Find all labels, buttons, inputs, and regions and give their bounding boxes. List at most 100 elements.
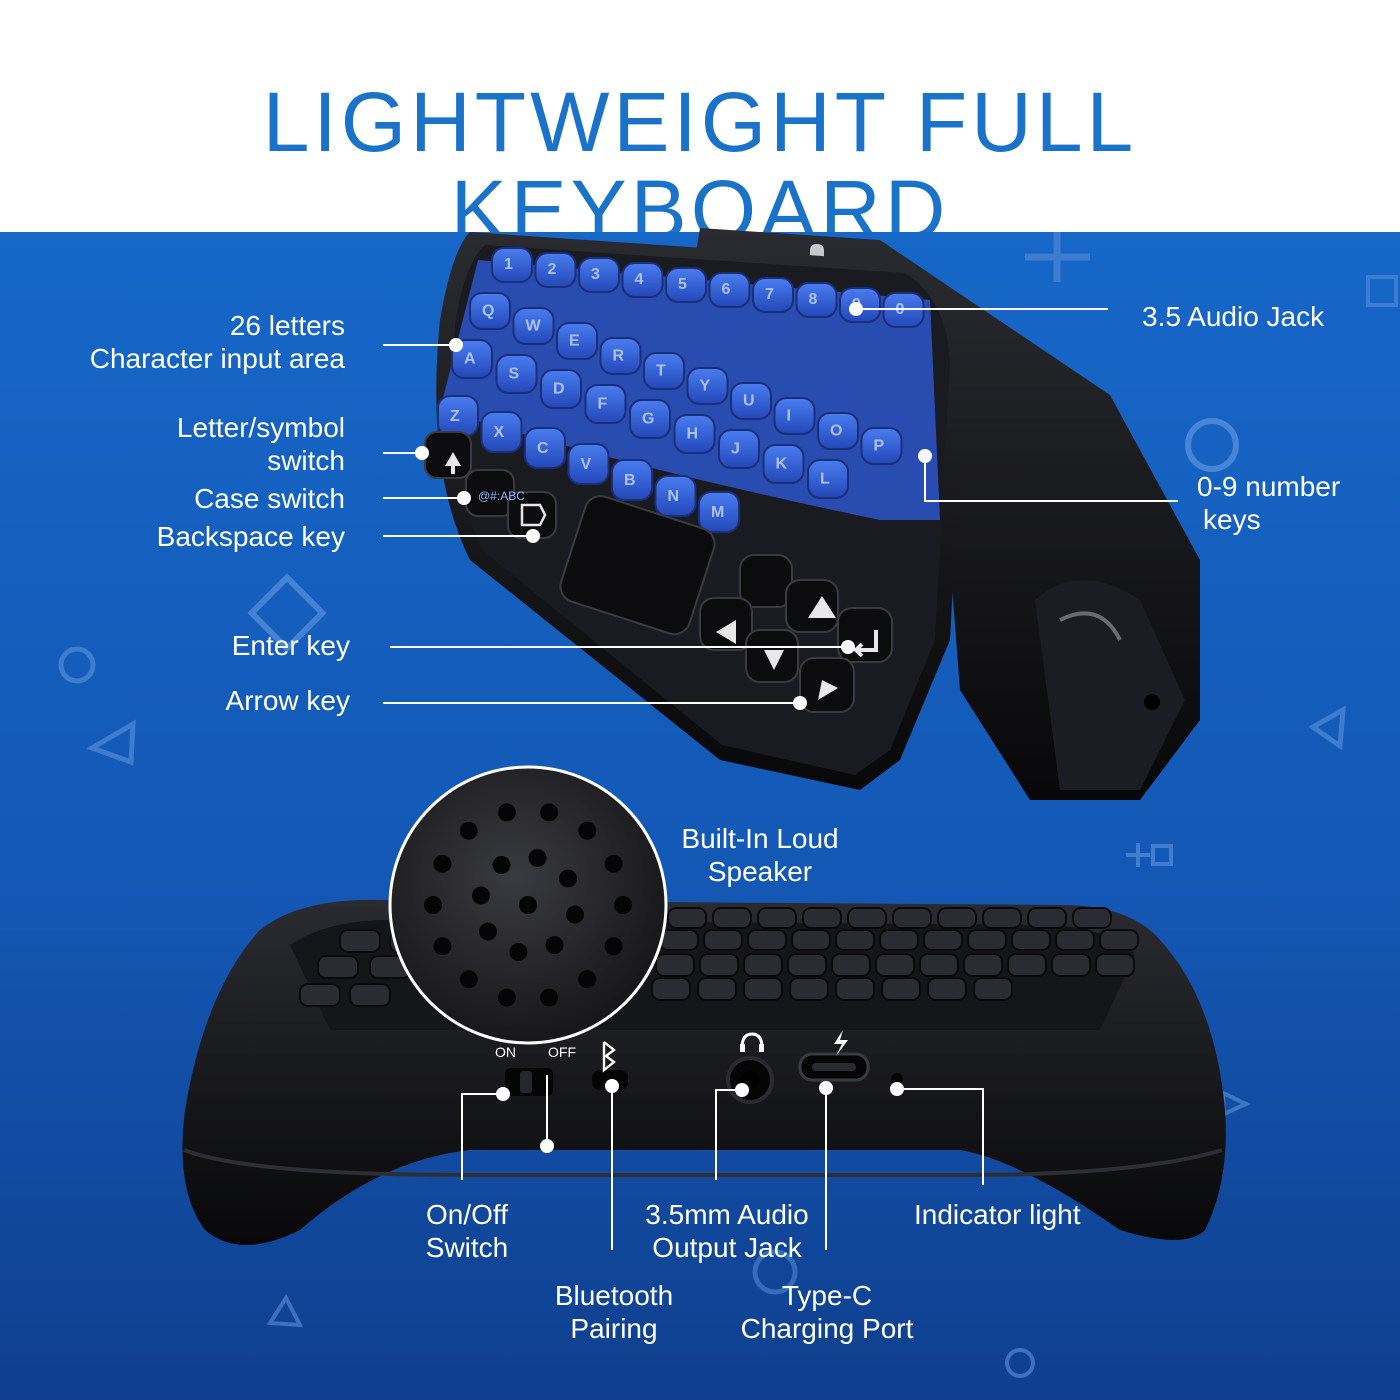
callout-audio-jack: 3.5 Audio Jack bbox=[1142, 301, 1325, 332]
keycap-legend: M bbox=[711, 504, 724, 521]
front-keycap[interactable] bbox=[299, 983, 341, 1007]
front-keycap[interactable] bbox=[802, 907, 842, 929]
keycap[interactable] bbox=[584, 384, 627, 424]
keycap[interactable] bbox=[495, 354, 538, 394]
callout-number-keys: 0-9 number keys bbox=[1197, 470, 1340, 536]
keycap[interactable] bbox=[730, 382, 772, 420]
front-keycap[interactable] bbox=[919, 953, 959, 977]
keycap[interactable] bbox=[611, 459, 653, 501]
front-keycap[interactable] bbox=[712, 907, 752, 929]
keycap[interactable] bbox=[643, 352, 685, 390]
front-keycap[interactable] bbox=[349, 983, 391, 1007]
keycap[interactable] bbox=[540, 369, 582, 409]
keycap[interactable] bbox=[556, 322, 598, 360]
front-keycap[interactable] bbox=[667, 907, 707, 929]
front-keycap[interactable] bbox=[659, 929, 699, 951]
front-keycap[interactable] bbox=[881, 977, 921, 1001]
front-keycap[interactable] bbox=[789, 977, 829, 1001]
front-keycap[interactable] bbox=[927, 977, 967, 1001]
keycap-legend: S bbox=[509, 366, 520, 383]
front-keycap[interactable] bbox=[892, 907, 932, 929]
keycap[interactable] bbox=[451, 339, 493, 379]
keycap[interactable] bbox=[860, 427, 903, 465]
keycap[interactable] bbox=[807, 459, 849, 499]
keycap[interactable] bbox=[534, 252, 577, 288]
callout-symbol-switch: Letter/symbol switch bbox=[40, 411, 345, 477]
arrow-down-icon bbox=[764, 650, 784, 670]
front-keycap[interactable] bbox=[1055, 929, 1095, 951]
front-keycap[interactable] bbox=[1099, 929, 1139, 951]
front-keycap[interactable] bbox=[697, 977, 737, 1001]
keycap[interactable] bbox=[698, 491, 740, 533]
speaker-hole bbox=[433, 854, 452, 873]
speaker-hole bbox=[578, 970, 597, 989]
keycap[interactable] bbox=[491, 247, 533, 283]
keycap[interactable] bbox=[686, 367, 729, 405]
front-keycap[interactable] bbox=[747, 929, 787, 951]
front-keycap[interactable] bbox=[699, 953, 739, 977]
front-keycap[interactable] bbox=[1011, 929, 1051, 951]
front-keycap[interactable] bbox=[1007, 953, 1047, 977]
keycap[interactable] bbox=[480, 411, 523, 453]
title-line-1: LIGHTWEIGHT FULL bbox=[262, 75, 1138, 170]
keycap[interactable] bbox=[752, 277, 794, 313]
front-keycap[interactable] bbox=[937, 907, 977, 929]
decor-circle-icon bbox=[1005, 1348, 1035, 1378]
arrow-left-icon bbox=[716, 620, 736, 644]
front-keycap[interactable] bbox=[1027, 907, 1067, 929]
front-keycap[interactable] bbox=[982, 907, 1022, 929]
keycap[interactable] bbox=[817, 412, 859, 450]
keycap[interactable] bbox=[795, 282, 838, 318]
front-keycap[interactable] bbox=[651, 977, 691, 1001]
keycap-legend: W bbox=[526, 317, 542, 334]
front-keycap[interactable] bbox=[339, 929, 381, 953]
keycap[interactable] bbox=[673, 414, 716, 454]
front-keycap[interactable] bbox=[787, 953, 827, 977]
keycap-legend: J bbox=[731, 441, 740, 458]
front-keycap[interactable] bbox=[655, 953, 695, 977]
front-keycap[interactable] bbox=[743, 977, 783, 1001]
keycap[interactable] bbox=[567, 443, 610, 485]
front-keycap[interactable] bbox=[1072, 907, 1112, 929]
keycap[interactable] bbox=[578, 257, 620, 293]
speaker-hole bbox=[424, 896, 442, 914]
power-switch[interactable] bbox=[520, 1071, 532, 1093]
front-keycap[interactable] bbox=[317, 955, 359, 979]
keycap[interactable] bbox=[629, 399, 671, 439]
keycap[interactable] bbox=[718, 429, 760, 469]
keycap[interactable] bbox=[654, 475, 697, 517]
keycap-legend: A bbox=[464, 351, 476, 368]
keycap-legend: 5 bbox=[678, 276, 687, 293]
callout-dots bbox=[415, 302, 932, 1153]
front-keycap[interactable] bbox=[703, 929, 743, 951]
keycap[interactable] bbox=[469, 292, 511, 330]
keycap-legend: C bbox=[537, 440, 549, 457]
front-keycap[interactable] bbox=[835, 929, 875, 951]
front-keycap[interactable] bbox=[757, 907, 797, 929]
front-keycap[interactable] bbox=[1095, 953, 1135, 977]
front-keycap[interactable] bbox=[875, 953, 915, 977]
keycap[interactable] bbox=[708, 272, 751, 308]
front-keycap[interactable] bbox=[831, 953, 871, 977]
keycap[interactable] bbox=[524, 427, 566, 469]
front-keycap[interactable] bbox=[1051, 953, 1091, 977]
front-keycap[interactable] bbox=[879, 929, 919, 951]
front-keycap[interactable] bbox=[967, 929, 1007, 951]
front-keycap[interactable] bbox=[923, 929, 963, 951]
speaker-hole bbox=[459, 970, 478, 989]
keycap[interactable] bbox=[773, 397, 816, 435]
keycap[interactable] bbox=[512, 307, 555, 345]
keycap-legend: D bbox=[553, 381, 565, 398]
arrow-right-icon bbox=[818, 680, 838, 700]
keycap[interactable] bbox=[621, 262, 664, 298]
keycap[interactable] bbox=[762, 444, 805, 484]
speaker-hole bbox=[459, 821, 478, 840]
front-keycap[interactable] bbox=[835, 977, 875, 1001]
front-keycap[interactable] bbox=[963, 953, 1003, 977]
front-keycap[interactable] bbox=[847, 907, 887, 929]
front-keycap[interactable] bbox=[791, 929, 831, 951]
keycap[interactable] bbox=[665, 267, 707, 303]
front-keycap[interactable] bbox=[973, 977, 1013, 1001]
keycap[interactable] bbox=[599, 337, 642, 375]
front-keycap[interactable] bbox=[743, 953, 783, 977]
